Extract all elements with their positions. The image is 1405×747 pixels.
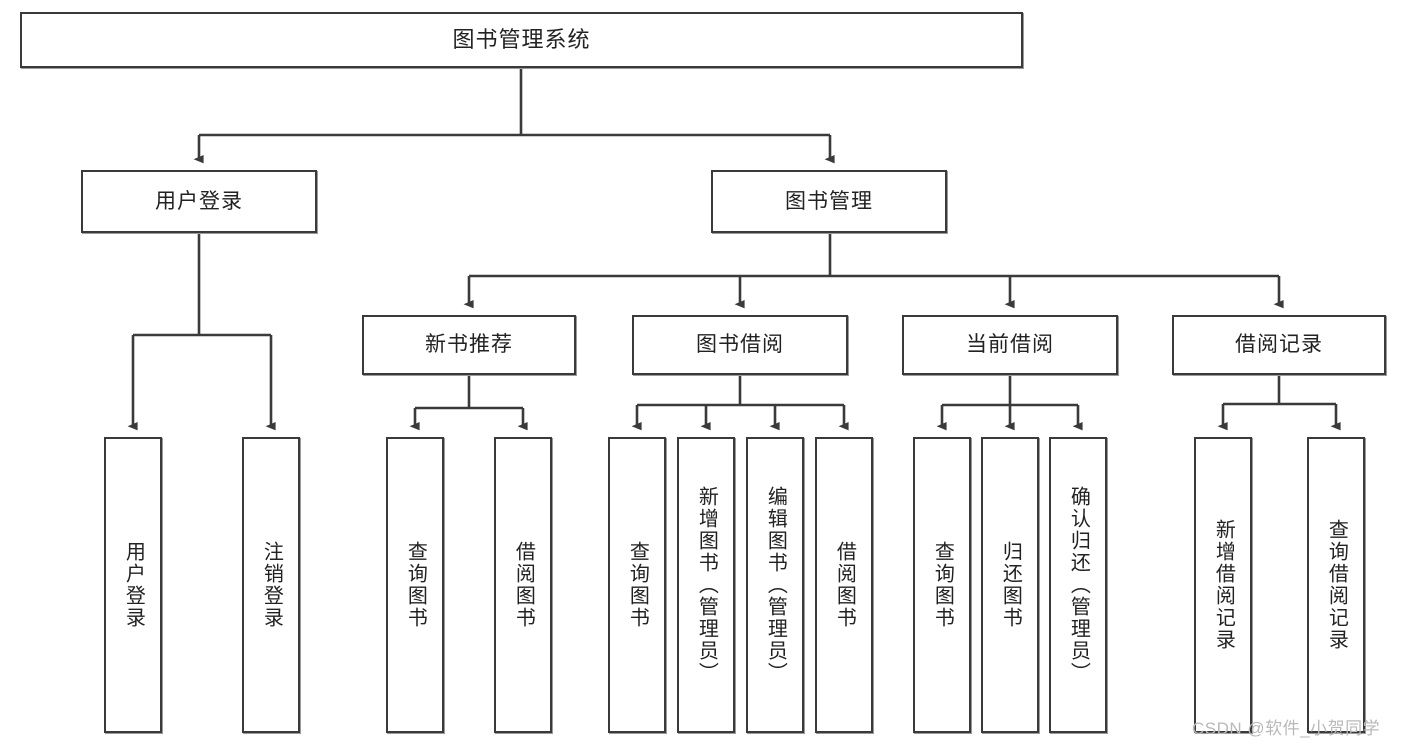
leaf-user-login-logout[interactable]: 注销登录 [242, 437, 300, 733]
node-current-borrow[interactable]: 当前借阅 [902, 315, 1118, 375]
leaf-current-borrow-return-book[interactable]: 归还图书 [981, 437, 1039, 733]
leaf-current-borrow-confirm-return-admin[interactable]: 确认归还（管理员） [1049, 437, 1107, 733]
node-user-login[interactable]: 用户登录 [81, 170, 317, 233]
leaf-borrow-records-add-record[interactable]: 新增借阅记录 [1194, 437, 1252, 733]
node-label: 借阅记录 [1235, 333, 1323, 357]
leaf-book-borrow-query-book[interactable]: 查询图书 [608, 437, 666, 733]
node-label: 借阅图书 [512, 541, 535, 629]
leaf-new-book-borrow-book[interactable]: 借阅图书 [494, 437, 552, 733]
leaf-borrow-records-query-record[interactable]: 查询借阅记录 [1307, 437, 1365, 733]
leaf-current-borrow-query-book[interactable]: 查询图书 [913, 437, 971, 733]
node-label: 新书推荐 [425, 333, 513, 357]
node-new-book-recommend[interactable]: 新书推荐 [362, 315, 576, 375]
node-label: 归还图书 [999, 541, 1022, 629]
node-root-book-management-system[interactable]: 图书管理系统 [20, 12, 1023, 68]
node-label: 图书管理 [785, 189, 873, 213]
node-label: 用户登录 [122, 541, 145, 629]
node-label: 用户登录 [155, 189, 243, 213]
leaf-book-borrow-edit-book-admin[interactable]: 编辑图书（管理员） [746, 437, 804, 733]
leaf-book-borrow-add-book-admin[interactable]: 新增图书（管理员） [677, 437, 735, 733]
node-label: 确认归还（管理员） [1067, 486, 1090, 684]
node-label: 查询图书 [404, 541, 427, 629]
node-label: 注销登录 [260, 541, 283, 629]
node-label: 图书管理系统 [452, 26, 591, 52]
leaf-new-book-query-book[interactable]: 查询图书 [386, 437, 444, 733]
csdn-watermark: CSDN @软件_小贺同学 [1192, 719, 1381, 738]
leaf-book-borrow-borrow-book[interactable]: 借阅图书 [815, 437, 873, 733]
node-label: 新增图书（管理员） [695, 486, 718, 684]
node-label: 查询图书 [931, 541, 954, 629]
node-label: 新增借阅记录 [1212, 519, 1235, 651]
leaf-user-login-login[interactable]: 用户登录 [104, 437, 162, 733]
node-label: 查询图书 [626, 541, 649, 629]
node-label: 编辑图书（管理员） [764, 486, 787, 684]
node-book-management[interactable]: 图书管理 [711, 170, 947, 233]
node-label: 图书借阅 [696, 333, 784, 357]
node-label: 借阅图书 [833, 541, 856, 629]
node-book-borrow[interactable]: 图书借阅 [632, 315, 848, 375]
node-label: 当前借阅 [966, 333, 1054, 357]
node-label: 查询借阅记录 [1325, 519, 1348, 651]
node-borrow-records[interactable]: 借阅记录 [1172, 315, 1386, 375]
